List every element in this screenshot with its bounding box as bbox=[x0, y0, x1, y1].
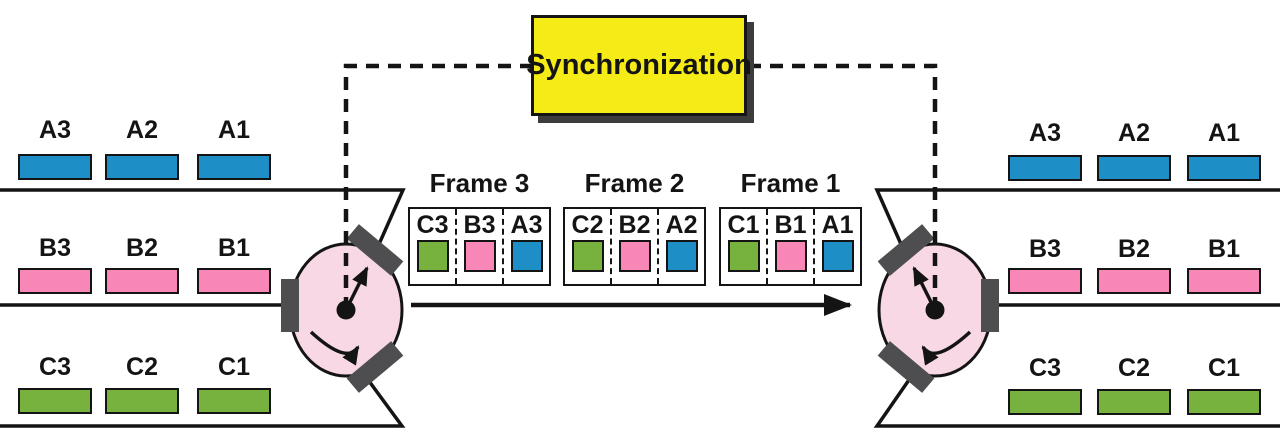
slot-label: A3 bbox=[510, 211, 543, 239]
frame-slot: C3 bbox=[410, 209, 455, 284]
slot-square bbox=[571, 240, 604, 272]
data-block bbox=[1097, 389, 1171, 415]
data-block bbox=[18, 268, 92, 294]
block-label: A2 bbox=[126, 116, 158, 144]
data-block bbox=[105, 154, 179, 180]
channel-c-line-right bbox=[873, 376, 1280, 428]
data-block bbox=[1097, 268, 1171, 294]
slot-label: B3 bbox=[463, 211, 496, 239]
data-block bbox=[1008, 268, 1082, 294]
demux-rotation-arrow-icon bbox=[921, 330, 972, 366]
channel-c-line-left bbox=[0, 375, 406, 428]
block-label: C2 bbox=[126, 353, 158, 381]
slot-label: C1 bbox=[727, 211, 760, 239]
frame-slot: A3 bbox=[502, 209, 549, 284]
block-label: B2 bbox=[126, 234, 158, 262]
frame-slot: C1 bbox=[721, 209, 766, 284]
block-label: B1 bbox=[1208, 235, 1240, 263]
data-block bbox=[1097, 155, 1171, 181]
slot-square bbox=[510, 240, 543, 272]
demux-selector-arm-icon bbox=[912, 266, 937, 311]
block-label: C2 bbox=[1118, 354, 1150, 382]
demux-port-c bbox=[877, 341, 935, 393]
frame-title: Frame 3 bbox=[429, 168, 530, 198]
block-label: A1 bbox=[218, 116, 250, 144]
slot-label: C3 bbox=[416, 211, 449, 239]
data-block bbox=[197, 154, 271, 180]
block-label: C1 bbox=[218, 353, 250, 381]
data-block bbox=[105, 268, 179, 294]
frame-slot: C2 bbox=[565, 209, 610, 284]
slot-square bbox=[416, 240, 449, 272]
block-label: A3 bbox=[1029, 119, 1061, 147]
data-block bbox=[1187, 268, 1261, 294]
sync-dashed-link-left bbox=[343, 63, 533, 310]
frame-box: C1 B1 A1 bbox=[719, 207, 862, 286]
slot-square bbox=[463, 240, 496, 272]
demux-port-a bbox=[877, 224, 935, 276]
block-label: A1 bbox=[1208, 119, 1240, 147]
block-label: C3 bbox=[39, 353, 71, 381]
slot-square bbox=[774, 240, 807, 272]
frame-slot: B2 bbox=[610, 209, 657, 284]
block-label: B1 bbox=[218, 234, 250, 262]
slot-square bbox=[618, 240, 651, 272]
mux-port-b bbox=[281, 279, 299, 332]
slot-label: B1 bbox=[774, 211, 807, 239]
data-block bbox=[1008, 389, 1082, 415]
block-label: B3 bbox=[1029, 235, 1061, 263]
block-label: C3 bbox=[1029, 354, 1061, 382]
sync-dashed-link-right bbox=[748, 63, 938, 310]
block-label: A2 bbox=[1118, 119, 1150, 147]
data-block bbox=[197, 268, 271, 294]
mux-selector-arm-icon bbox=[344, 266, 369, 311]
slot-square bbox=[665, 240, 698, 272]
channel-a-line-left bbox=[0, 188, 406, 261]
slot-label: B2 bbox=[618, 211, 651, 239]
slot-square bbox=[727, 240, 760, 272]
block-label: C1 bbox=[1208, 354, 1240, 382]
data-block bbox=[197, 388, 271, 414]
block-label: B3 bbox=[39, 234, 71, 262]
data-block bbox=[1008, 155, 1082, 181]
demux-port-b bbox=[981, 279, 999, 332]
slot-label: C2 bbox=[571, 211, 604, 239]
mux-port-a bbox=[346, 224, 404, 276]
frame-title: Frame 2 bbox=[584, 168, 685, 198]
data-block bbox=[105, 388, 179, 414]
block-label: B2 bbox=[1118, 235, 1150, 263]
data-block bbox=[1187, 389, 1261, 415]
synchronization-box: Synchronization bbox=[526, 15, 752, 116]
mux-rotation-arrow-icon bbox=[309, 330, 360, 366]
frame-slot: A1 bbox=[813, 209, 860, 284]
mux-port-c bbox=[346, 341, 404, 393]
data-block bbox=[18, 154, 92, 180]
data-block bbox=[18, 388, 92, 414]
slot-label: A2 bbox=[665, 211, 698, 239]
channel-a-line-right bbox=[874, 188, 1280, 261]
block-label: A3 bbox=[39, 116, 71, 144]
slot-square bbox=[821, 240, 854, 272]
frame-slot: A2 bbox=[657, 209, 704, 284]
synchronization-label: Synchronization bbox=[526, 49, 752, 81]
frame-box: C3 B3 A3 bbox=[408, 207, 551, 286]
frame-box: C2 B2 A2 bbox=[563, 207, 706, 286]
frame-slot: B1 bbox=[766, 209, 813, 284]
frame-title: Frame 1 bbox=[740, 168, 841, 198]
slot-label: A1 bbox=[821, 211, 854, 239]
data-block bbox=[1187, 155, 1261, 181]
frame-slot: B3 bbox=[455, 209, 502, 284]
